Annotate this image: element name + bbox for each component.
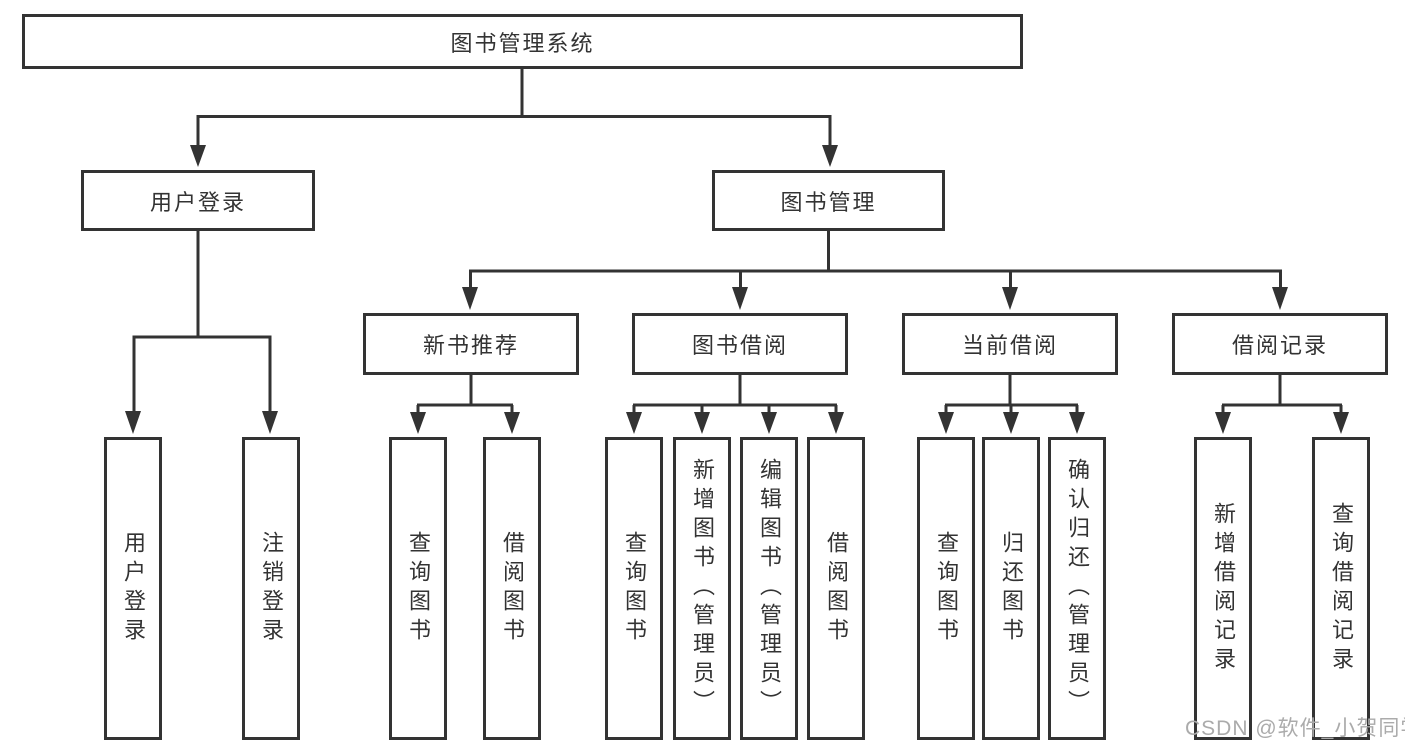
leaf-query-borrow-record: 查询借阅记录 [1312,437,1370,740]
leaf-edit-book-admin: 编辑图书（管理员） [740,437,798,740]
node-current-borrow: 当前借阅 [902,313,1118,375]
connector-root-to-level2 [196,69,832,147]
connector-current-borrow-to-leaves [944,375,1079,414]
leaf-confirm-return-admin: 确认归还（管理员） [1048,437,1106,740]
csdn-watermark: CSDN @软件_小贺同学 [1185,717,1405,740]
leaf-return-book: 归还图书 [982,437,1040,740]
node-borrow-records: 借阅记录 [1172,313,1388,375]
leaf-query-books-current: 查询图书 [917,437,975,740]
arrowheads [125,145,1349,434]
node-root-library-system: 图书管理系统 [22,14,1023,69]
leaf-logout: 注销登录 [242,437,300,740]
leaf-add-borrow-record: 新增借阅记录 [1194,437,1252,740]
connector-borrow-records-to-leaves [1221,375,1343,414]
leaf-add-book-admin: 新增图书（管理员） [673,437,731,740]
connector-new-book-recommend-to-leaves [416,375,514,414]
leaf-query-books-borrow: 查询图书 [605,437,663,740]
connector-book-management-to-level3 [469,231,1282,289]
node-new-book-recommend: 新书推荐 [363,313,579,375]
leaf-borrow-books-borrow: 借阅图书 [807,437,865,740]
connector-user-login-to-leaves [132,231,272,413]
connector-book-borrow-to-leaves [632,375,838,414]
node-user-login: 用户登录 [81,170,315,231]
node-book-management: 图书管理 [712,170,945,231]
leaf-borrow-books-recommend: 借阅图书 [483,437,541,740]
leaf-query-books-recommend: 查询图书 [389,437,447,740]
leaf-user-login: 用户登录 [104,437,162,740]
node-book-borrow: 图书借阅 [632,313,848,375]
